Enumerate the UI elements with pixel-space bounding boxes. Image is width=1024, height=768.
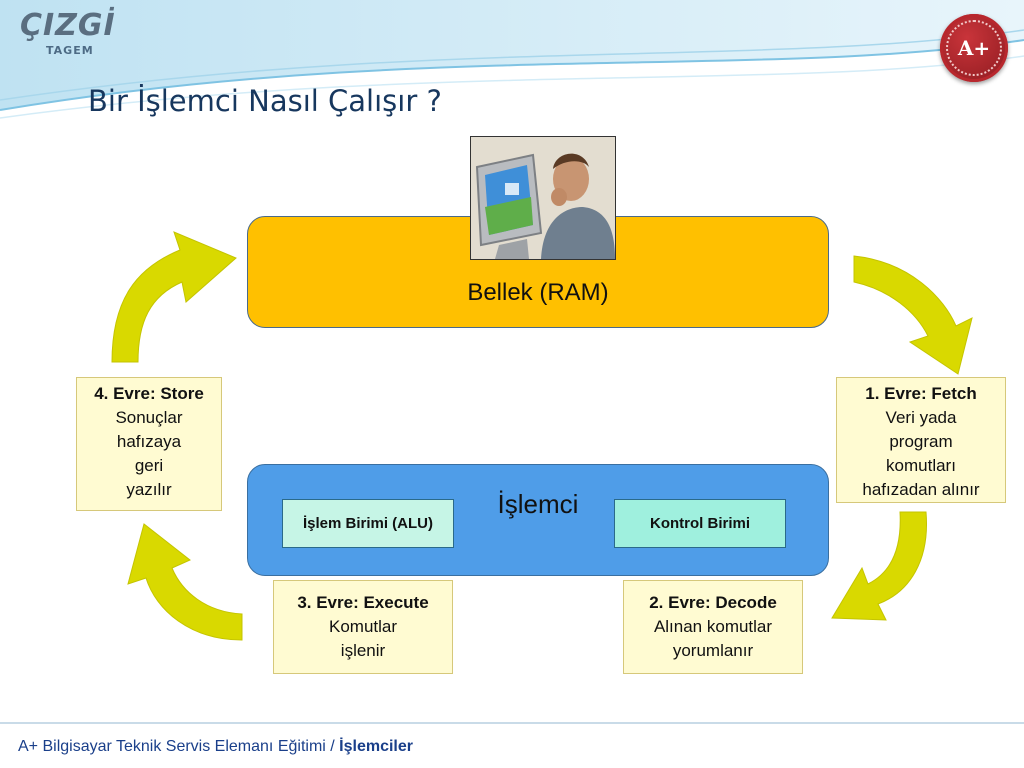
stage-execute-line: işlenir — [340, 641, 386, 660]
logo-sub-text: TAGEM — [46, 44, 94, 57]
stage-fetch-box: 1. Evre: Fetch Veri yada program komutla… — [836, 377, 1006, 503]
logo-main-text: ÇIZGİ — [20, 8, 116, 43]
footer-divider — [0, 722, 1024, 724]
arrow-store-to-memory — [111, 231, 237, 363]
person-at-computer-image — [470, 136, 616, 260]
stage-decode-line: yorumlanır — [672, 641, 754, 660]
stage-fetch-line: Veri yada — [885, 408, 957, 427]
stage-store-line: Sonuçlar — [115, 408, 183, 427]
stage-execute-title: 3. Evre: Execute — [297, 593, 429, 612]
arrow-memory-to-fetch — [853, 255, 973, 375]
stage-execute-box: 3. Evre: Execute Komutlar işlenir — [273, 580, 453, 674]
person-at-computer-icon — [471, 137, 615, 259]
footer: A+ Bilgisayar Teknik Servis Elemanı Eğit… — [18, 738, 413, 756]
footer-topic: İşlemciler — [339, 738, 413, 755]
header-swoosh — [0, 0, 1024, 119]
stage-store-title: 4. Evre: Store — [94, 384, 204, 403]
cpu-label: İşlemci — [497, 489, 579, 519]
stage-decode-box: 2. Evre: Decode Alınan komutlar yorumlan… — [623, 580, 803, 674]
stage-store-line: geri — [134, 456, 164, 475]
alu-box: İşlem Birimi (ALU) — [282, 499, 454, 548]
stage-store-line: yazılır — [126, 480, 172, 499]
stage-decode-title: 2. Evre: Decode — [649, 593, 777, 612]
cpu-box: İşlemci İşlem Birimi (ALU) Kontrol Birim… — [247, 464, 829, 576]
footer-course: A+ Bilgisayar Teknik Servis Elemanı Eğit… — [18, 738, 340, 755]
seal-ring — [946, 20, 1002, 76]
control-unit-box: Kontrol Birimi — [614, 499, 786, 548]
certificate-seal-icon: A+ — [940, 14, 1008, 82]
stage-decode-line: Alınan komutlar — [653, 617, 773, 636]
stage-execute-line: Komutlar — [328, 617, 398, 636]
stage-fetch-line: komutları — [886, 456, 956, 475]
arrow-fetch-to-decode — [831, 511, 928, 621]
arrow-execute-to-store — [127, 523, 243, 641]
slide-title: Bir İşlemci Nasıl Çalışır ? — [88, 84, 442, 118]
stage-fetch-line: hafızadan alınır — [862, 480, 980, 499]
stage-store-line: hafızaya — [116, 432, 182, 451]
stage-store-box: 4. Evre: Store Sonuçlar hafızaya geri ya… — [76, 377, 222, 511]
stage-fetch-line: program — [889, 432, 953, 451]
stage-fetch-title: 1. Evre: Fetch — [865, 384, 977, 403]
logo: ÇIZGİ TAGEM — [20, 8, 116, 57]
memory-label: Bellek (RAM) — [467, 279, 609, 306]
seal-text: A+ — [957, 36, 991, 60]
